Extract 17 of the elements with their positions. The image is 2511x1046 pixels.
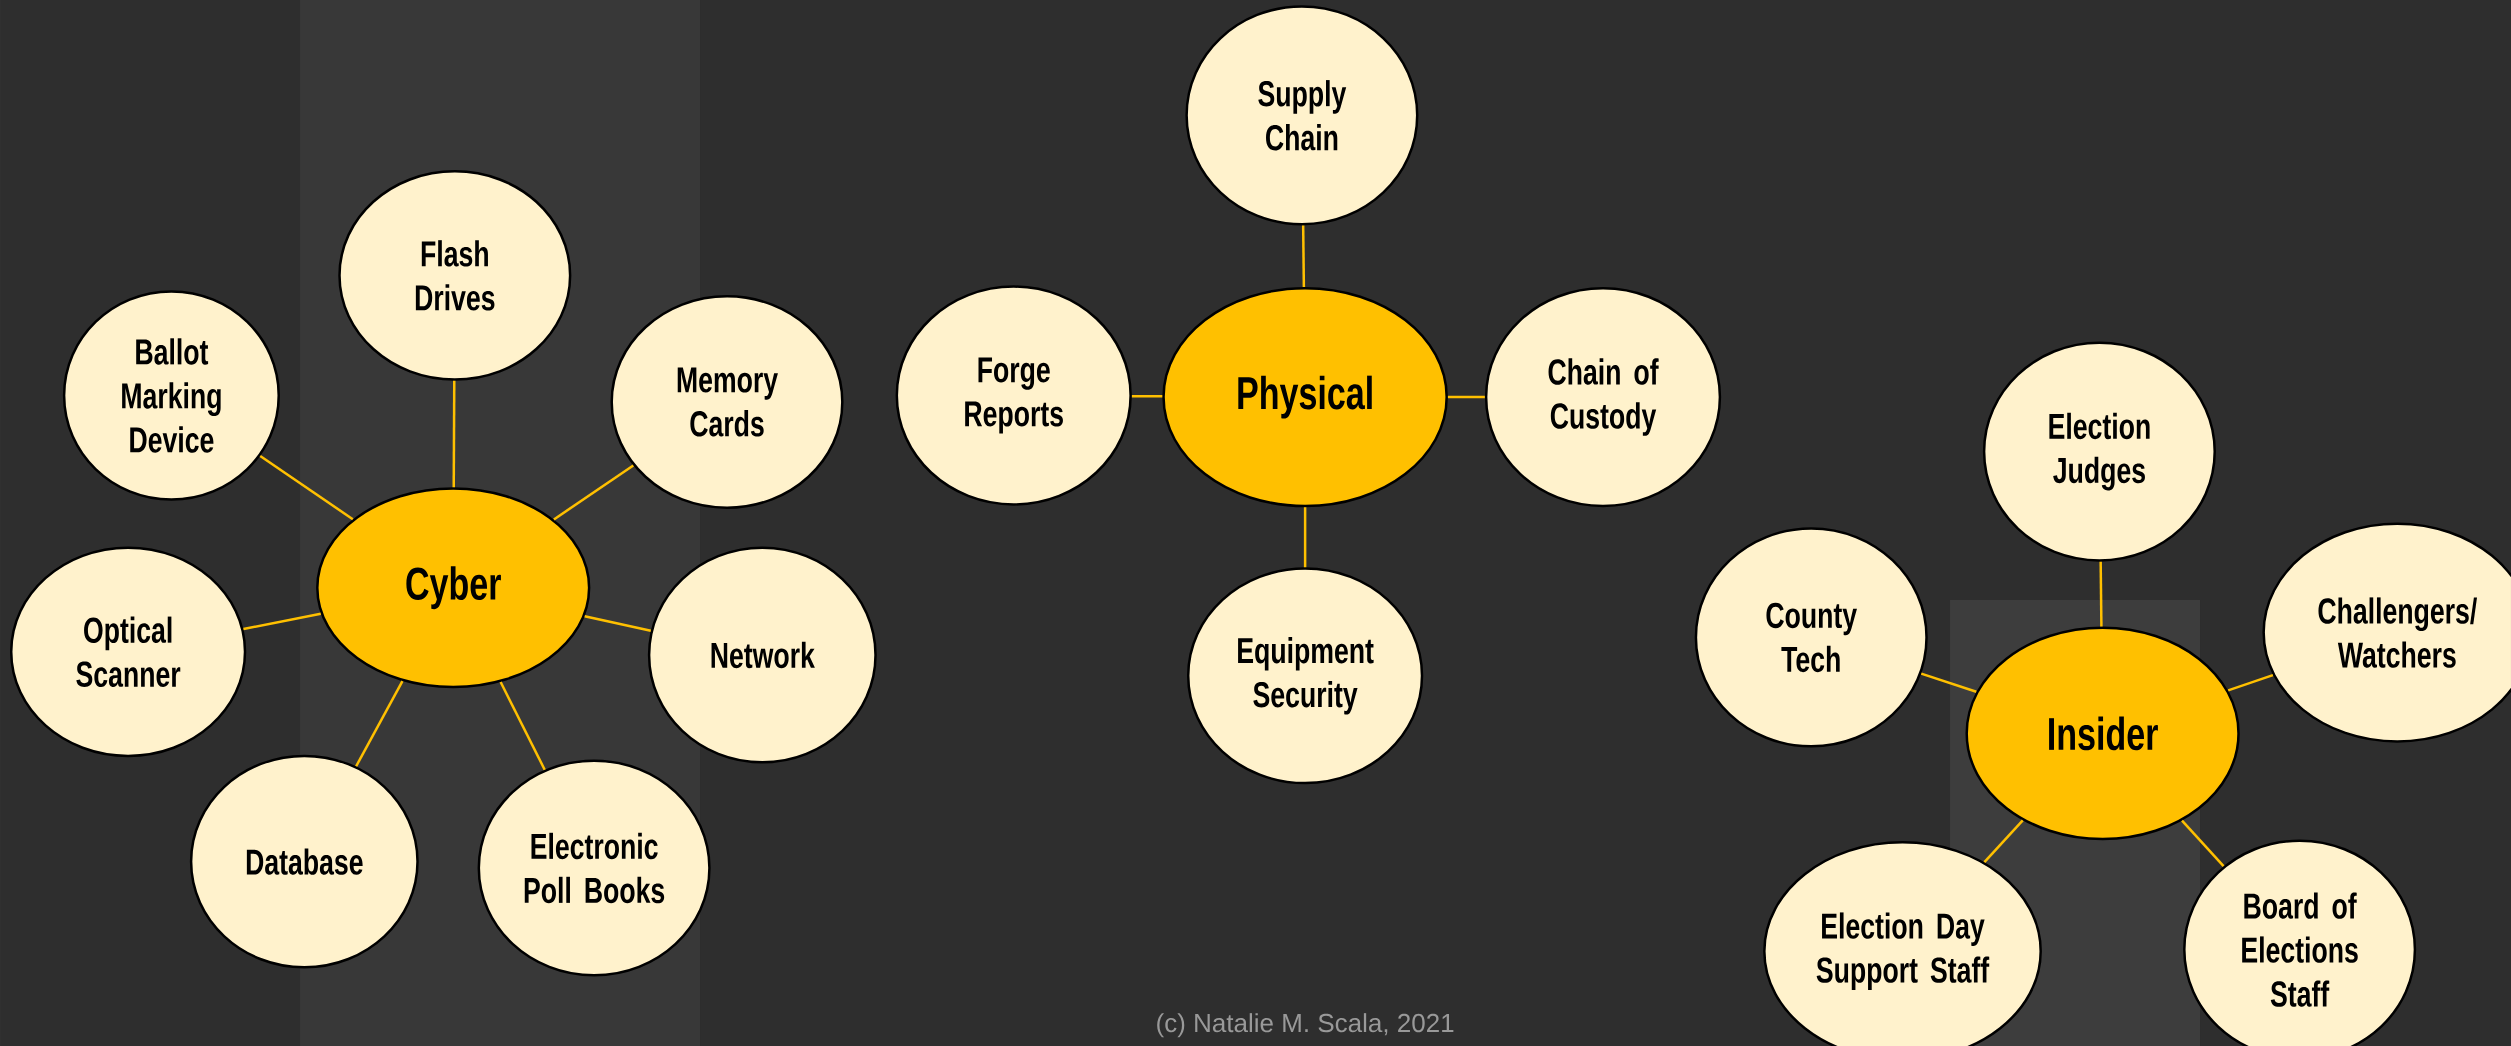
connector-line [499,681,546,771]
connector-line [355,680,404,767]
connector-line [1447,395,1485,399]
connector-line [1303,507,1307,568]
connector-line [243,612,321,631]
copyright-note: (c) Natalie M. Scala, 2021 [1157,1013,1454,1038]
connector-line [1131,394,1163,398]
connector-line [1983,819,2024,863]
connector-line [452,380,456,488]
connector-line [259,455,354,521]
connector-line [2227,673,2274,692]
connector-line [553,464,634,521]
connector-line [584,615,652,632]
connector-line [2181,819,2225,867]
connector-line [1920,672,1977,693]
connector-line [2099,561,2103,627]
connector-line [1301,225,1306,287]
